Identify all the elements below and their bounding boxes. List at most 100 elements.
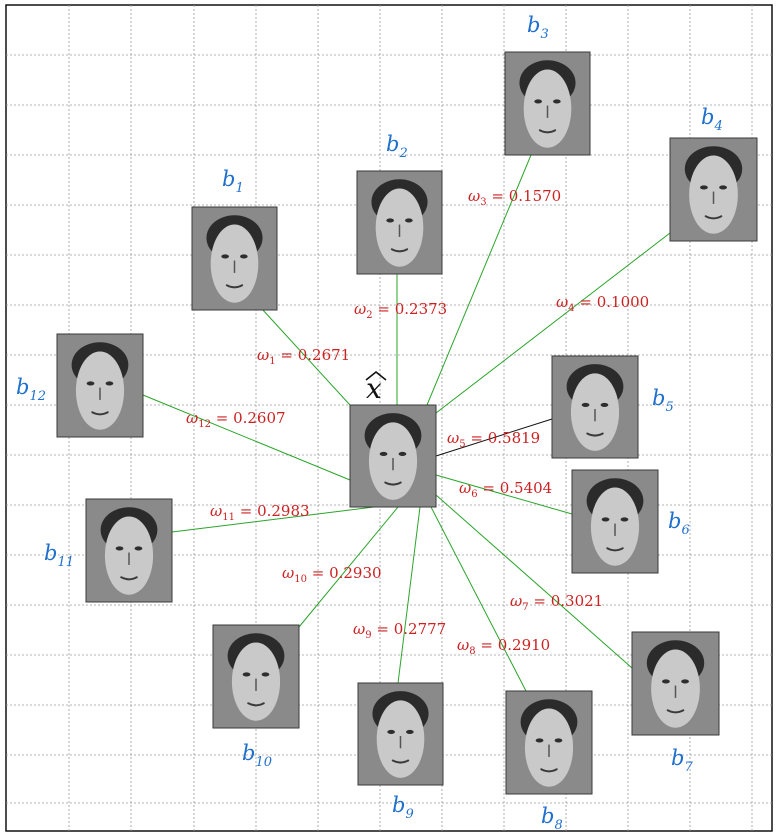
edge-b8 xyxy=(430,506,527,692)
label-b10: b10 xyxy=(242,741,272,770)
label-b4-sub: 4 xyxy=(713,119,722,134)
edge-b4 xyxy=(435,232,671,414)
label-b12-base: b xyxy=(16,375,29,399)
label-b2-sub: 2 xyxy=(398,146,407,161)
face-layer xyxy=(56,51,758,795)
label-b5-base: b xyxy=(652,386,665,410)
label-b3: b3 xyxy=(527,13,549,42)
face-b1 xyxy=(191,206,278,311)
center-label-text: x xyxy=(366,372,382,405)
weight-value-12: = 0.2607 xyxy=(211,409,286,427)
weight-value-8: = 0.2910 xyxy=(476,636,551,654)
label-b10-base: b xyxy=(242,741,255,765)
weight-symbol-6: ω xyxy=(459,479,471,497)
weight-symbol-10: ω xyxy=(282,564,294,582)
weight-value-6: = 0.5404 xyxy=(478,479,553,497)
label-b6-base: b xyxy=(668,509,681,533)
face-b9 xyxy=(357,682,444,786)
weight-value-10: = 0.2930 xyxy=(307,564,382,582)
label-b7-base: b xyxy=(671,746,684,770)
weight-sub-9: 9 xyxy=(365,630,371,641)
label-b5-sub: 5 xyxy=(665,400,673,415)
weight-label-11: ω11 = 0.2983 xyxy=(210,502,310,523)
weight-sub-10: 10 xyxy=(294,574,307,585)
label-b6-sub: 6 xyxy=(681,523,689,538)
label-b2-base: b xyxy=(386,132,399,156)
label-b9-base: b xyxy=(392,793,405,817)
face-b11 xyxy=(85,498,173,603)
edge-b6 xyxy=(435,474,573,515)
weight-label-5: ω5 = 0.5819 xyxy=(447,429,540,450)
weight-label-1: ω1 = 0.2671 xyxy=(257,346,350,367)
label-b9-sub: 9 xyxy=(405,807,413,822)
weight-symbol-1: ω xyxy=(257,346,269,364)
weight-label-12: ω12 = 0.2607 xyxy=(186,409,286,430)
weight-label-7: ω7 = 0.3021 xyxy=(510,592,603,613)
face-b8 xyxy=(505,690,593,795)
weight-label-6: ω6 = 0.5404 xyxy=(459,479,552,500)
face-center xyxy=(349,404,437,508)
face-b10 xyxy=(212,624,300,729)
weight-symbol-4: ω xyxy=(556,293,568,311)
weight-symbol-7: ω xyxy=(510,592,522,610)
weight-sub-8: 8 xyxy=(469,646,475,657)
face-b6 xyxy=(571,469,659,574)
label-b3-base: b xyxy=(527,13,540,37)
label-b8: b8 xyxy=(541,804,563,833)
face-b3 xyxy=(504,51,591,156)
weight-label-2: ω2 = 0.2373 xyxy=(354,300,447,321)
weight-symbol-2: ω xyxy=(354,300,366,318)
weight-symbol-3: ω xyxy=(468,187,480,205)
edge-b1 xyxy=(261,308,351,406)
weight-label-8: ω8 = 0.2910 xyxy=(457,636,550,657)
label-b11-sub: 11 xyxy=(57,555,74,570)
label-b8-sub: 8 xyxy=(554,818,562,833)
face-b7 xyxy=(631,631,720,736)
weight-sub-2: 2 xyxy=(366,310,372,321)
weight-label-3: ω3 = 0.1570 xyxy=(468,187,561,208)
label-b2: b2 xyxy=(386,132,408,161)
weight-symbol-8: ω xyxy=(457,636,469,654)
label-b8-base: b xyxy=(541,804,554,828)
label-b1: b1 xyxy=(222,167,244,196)
label-b4-base: b xyxy=(701,105,714,129)
edge-b5 xyxy=(435,418,553,457)
edge-layer xyxy=(142,154,671,692)
weight-symbol-11: ω xyxy=(210,502,222,520)
weight-label-4: ω4 = 0.1000 xyxy=(556,293,649,314)
weight-value-1: = 0.2671 xyxy=(276,346,351,364)
label-b11-base: b xyxy=(44,541,57,565)
weight-value-4: = 0.1000 xyxy=(575,293,650,311)
label-b3-sub: 3 xyxy=(540,27,548,42)
center-label-hat xyxy=(365,370,387,381)
weight-value-7: = 0.3021 xyxy=(529,592,604,610)
weight-sub-11: 11 xyxy=(222,512,235,523)
label-b1-sub: 1 xyxy=(235,181,243,196)
edge-b10 xyxy=(298,506,399,628)
edge-b3 xyxy=(426,154,532,406)
label-b5: b5 xyxy=(652,386,674,415)
center-label: x xyxy=(365,370,387,405)
face-b2 xyxy=(356,170,443,275)
weight-value-2: = 0.2373 xyxy=(373,300,448,318)
weight-sub-4: 4 xyxy=(568,303,574,314)
center-face-x xyxy=(349,404,437,508)
edge-b12 xyxy=(142,394,351,481)
weight-sub-3: 3 xyxy=(480,197,486,208)
label-b9: b9 xyxy=(392,793,414,822)
label-b7-sub: 7 xyxy=(684,760,693,775)
weight-symbol-9: ω xyxy=(353,620,365,638)
weight-value-11: = 0.2983 xyxy=(235,502,310,520)
label-b12-sub: 12 xyxy=(29,389,46,404)
weight-value-3: = 0.1570 xyxy=(487,187,562,205)
label-b10-sub: 10 xyxy=(255,755,272,770)
weight-sub-1: 1 xyxy=(269,356,275,367)
label-b7: b7 xyxy=(671,746,693,775)
label-b11: b11 xyxy=(44,541,74,570)
edge-b9 xyxy=(397,506,421,684)
edge-b7 xyxy=(435,494,633,669)
weight-sub-5: 5 xyxy=(459,439,465,450)
weight-value-5: = 0.5819 xyxy=(466,429,541,447)
